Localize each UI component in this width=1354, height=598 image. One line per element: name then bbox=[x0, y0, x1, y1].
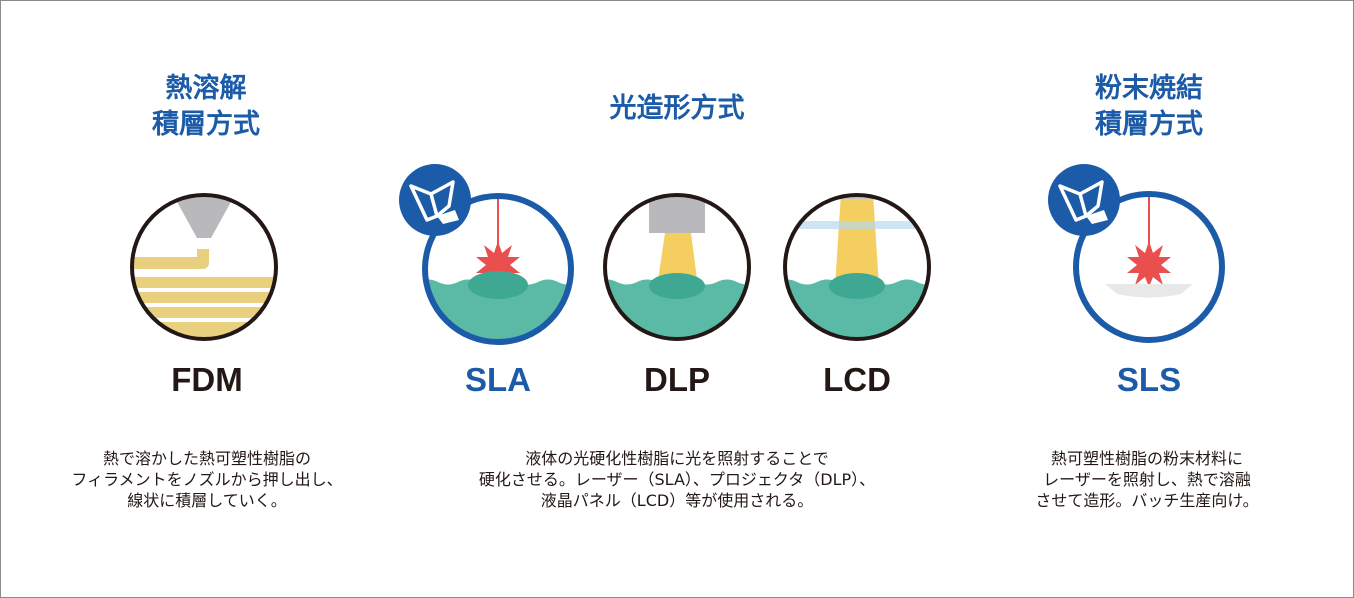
sls-illustration bbox=[1046, 162, 1225, 343]
fdm-illustration bbox=[130, 193, 278, 341]
sls-category-title: 粉末焼結 積層方式 bbox=[1095, 73, 1203, 140]
laser-badge-icon bbox=[397, 162, 473, 238]
sla-illustration bbox=[397, 162, 574, 345]
lcd-illustration bbox=[783, 193, 931, 341]
sls-description: 熱可塑性樹脂の粉末材料に レーザーを照射し、熱で溶融 させて造形。バッチ生産向け… bbox=[1035, 449, 1259, 510]
laser-badge-icon bbox=[1046, 162, 1122, 238]
dlp-illustration bbox=[603, 193, 751, 341]
method-label-lcd: LCD bbox=[823, 361, 891, 398]
photopolymer-category-title: 光造形方式 bbox=[609, 93, 745, 124]
method-label-dlp: DLP bbox=[644, 361, 710, 398]
photopolymer-description: 液体の光硬化性樹脂に光を照射することで 硬化させる。レーザー（SLA）、プロジェ… bbox=[478, 449, 876, 510]
fdm-category-title: 熱溶解 積層方式 bbox=[152, 73, 260, 140]
fdm-description: 熱で溶かした熱可塑性樹脂の フィラメントをノズルから押し出し、 線状に積層してい… bbox=[71, 449, 343, 510]
method-label-sls: SLS bbox=[1116, 361, 1182, 398]
method-label-fdm: FDM bbox=[171, 361, 243, 398]
method-label-sla: SLA bbox=[465, 361, 531, 398]
